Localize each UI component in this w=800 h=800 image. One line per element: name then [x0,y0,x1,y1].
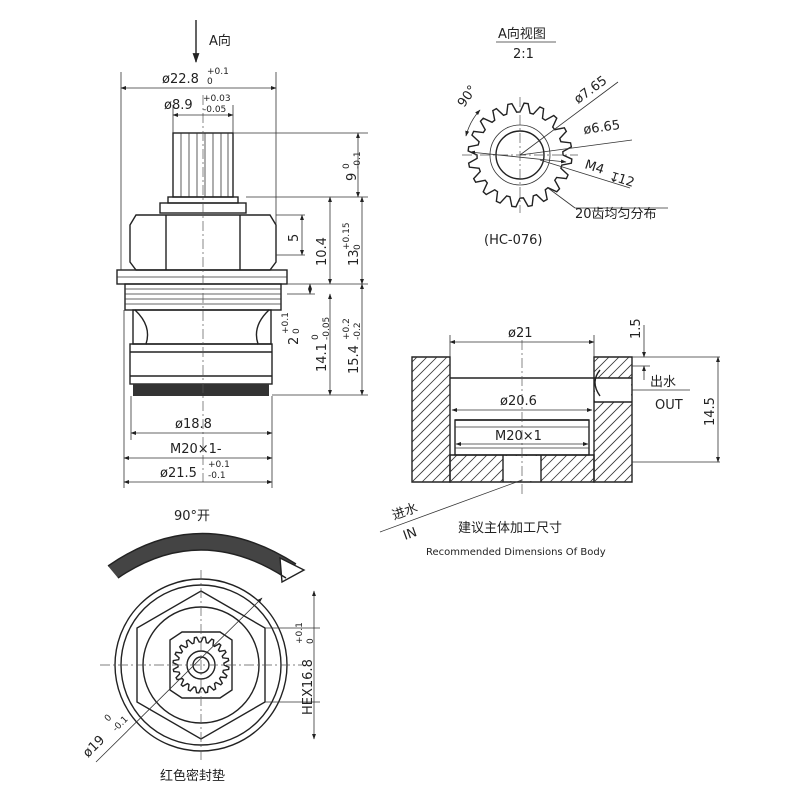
waist-right [255,309,272,345]
dim-d21-5-lower: -0.1 [208,471,226,481]
dim-body-d21: ø21 [508,326,533,341]
rotation-arrow [108,533,296,578]
gasket-label: 红色密封垫 [160,768,225,784]
outlet-port [594,377,632,403]
dim-hex-upper: +0.1 [295,622,305,644]
dim-h9: 9 [345,173,360,181]
dim-h13-upper: +0.15 [342,222,352,250]
bottom-view: 90°开 HEX16.8 +0.1 0 ø19 0 -0.1 红色密封垫 [80,509,320,784]
dim-m20: M20×1- [170,442,222,457]
dim-h2-upper: +0.1 [281,312,291,334]
dim-h13: 13 [347,249,362,266]
body-caption-en: Recommended Dimensions Of Body [426,547,606,558]
dim-d8-9-lower: -0.05 [203,105,226,115]
outlet-label-cn: 出水 [650,375,676,390]
dim-h13-lower: 0 [353,244,363,250]
spline-flutes [180,133,229,197]
dim-body-1-5: 1.5 [629,318,644,339]
dim-h2-lower: 0 [292,328,302,334]
a-view-scale: 2:1 [513,47,534,62]
dim-h5: 5 [287,234,302,242]
slot-face [169,631,233,699]
dim-hex-lower: 0 [306,638,316,644]
dim-d22-8-upper: +0.1 [207,67,229,77]
dim-h10-4: 10.4 [315,237,330,266]
teeth-note: 20齿均匀分布 [575,207,657,222]
dim-d21-5-upper: +0.1 [208,460,230,470]
dim-body-14-5: 14.5 [703,397,718,426]
dim-d8-9: ø8.9 [164,98,193,113]
dim-d8-9-upper: +0.03 [203,94,231,104]
a-direction-view: A向视图 2:1 90° ø7.65 ø6.65 M4 ↧ 12 20齿均匀分布… [455,26,668,248]
body-section-view: ø21 ø20.6 M20×1 1.5 14.5 出水 OUT 进水 IN 建议… [379,318,720,558]
extension-lines [120,72,368,488]
a-view-title: A向视图 [498,26,546,42]
dim-d19-upper: 0 [103,713,114,724]
waist-left [132,309,149,345]
dim-h2: 2 [287,337,302,345]
view-a-label: A向 [209,33,231,49]
dim-h15-4-lower: -0.2 [353,322,363,340]
dim-h14-1-upper: 0 [311,334,321,340]
dim-h14-1-lower: -0.05 [322,317,332,340]
main-side-view: A向 [116,20,368,488]
dim-d22-8-lower: 0 [207,77,213,87]
m4-depth-symbol: ↧ [607,170,622,188]
body-caption-cn: 建议主体加工尺寸 [458,521,562,536]
dim-h9-upper: 0 [342,163,352,169]
dim-m4-depth: 12 [616,172,636,191]
inlet-label-cn: 进水 [390,501,420,524]
dim-body-d20-6: ø20.6 [500,394,537,409]
dim-d19: ø19 [80,733,108,761]
dim-d22-8: ø22.8 [162,72,199,87]
seal-ring [133,384,269,396]
dim-d21-5: ø21.5 [160,466,197,481]
dim-m4: M4 [583,158,606,178]
dim-body-m20: M20×1 [495,429,542,444]
outlet-label-en: OUT [655,398,683,413]
inlet-label-en: IN [401,525,419,544]
dim-h9-lower: -0.1 [353,151,363,169]
dim-d18-8: ø18.8 [175,417,212,432]
dim-h14-1: 14.1 [315,343,330,372]
dim-h15-4-upper: +0.2 [342,318,352,340]
part-number: (HC-076) [484,233,543,248]
dim-h15-4: 15.4 [347,345,362,374]
lower-body [129,343,273,385]
hex-body [129,214,277,271]
dim-d6-65: ø6.65 [582,118,621,138]
rotation-label: 90°开 [174,509,210,524]
dim-hex: HEX16.8 [301,659,316,715]
angle-90-label: 90° [455,83,481,110]
